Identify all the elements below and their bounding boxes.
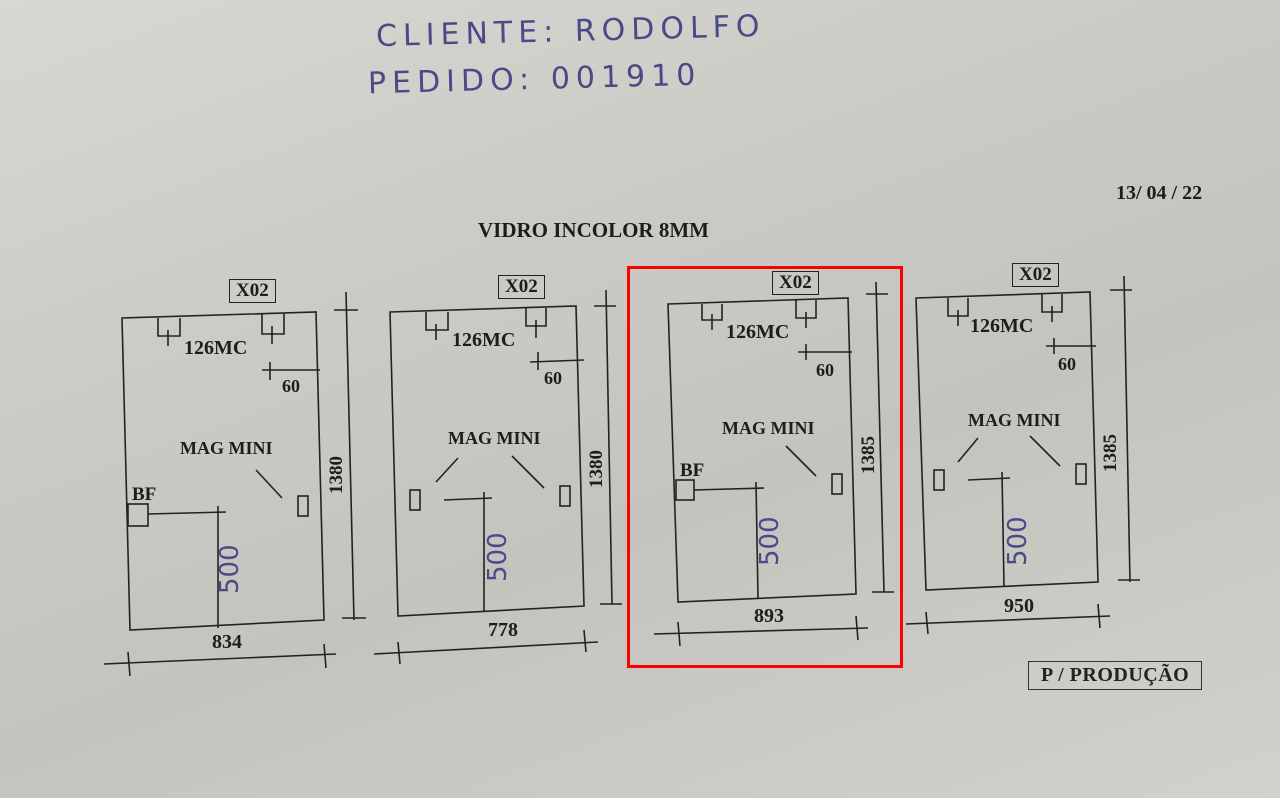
panel-2-height-dim [605,289,613,605]
panel-3-handle-bar [693,487,765,491]
date-label: 13/ 04 / 22 [1116,182,1203,204]
panel-1-width-dim [103,653,337,665]
panel-3-cut-line [755,481,759,599]
panel-4-height-label: 1385 [1100,434,1121,472]
panel-3-hinge-left-icon [701,304,723,330]
panel-1-height-label: 1380 [326,456,347,494]
panel-2-height-label: 1380 [586,450,607,488]
panel-2-lock-label: MAG MINI [448,428,541,448]
panel-2-lock-leader-right [511,455,545,489]
panel-1-offset-label: 60 [282,376,300,396]
panel-3-handle-height: 500 [755,516,785,566]
panel-2-qty: X02 [498,275,545,299]
panel-2-outline [389,305,585,617]
panel-3 [653,281,894,647]
panel-1-hinge-left-icon [157,318,181,346]
panel-3-offset-label: 60 [816,360,834,380]
sheet-title: VIDRO INCOLOR 8MM [478,218,709,242]
panel-3-height-label: 1385 [858,436,879,474]
panel-4-offset-mark [1046,338,1096,354]
panel-1-lock-leader [255,469,283,499]
panel-4-handle-height: 500 [1003,516,1033,566]
panel-2-hinge-left-icon [425,312,449,340]
panel-2-width-dim [373,641,599,655]
panel-1-width-label: 834 [212,631,242,653]
panel-4-hinge-right-icon [1041,294,1063,322]
panel-1-hardware-label: 126MC [184,337,247,359]
panel-4-lock-label: MAG MINI [968,410,1061,430]
panel-4-lock-leader-right [1029,435,1061,467]
panel-4-lock-right-icon [1075,463,1087,485]
panel-2-hinge-right-icon [525,308,547,338]
panel-3-lock-label: MAG MINI [722,418,815,438]
panel-1-hinge-right-icon [261,314,285,344]
panel-3-lock-icon [831,473,843,495]
panel-2-lock-right-icon [559,485,571,507]
panel-4-handle-bar [967,477,1011,481]
panel-1-handle-bar [147,511,227,515]
panel-1 [103,291,366,677]
panel-2-offset-mark [529,352,585,370]
panel-3-height-dim [875,281,885,593]
panel-4-qty: X02 [1012,263,1059,287]
panel-2-lock-leader-left [435,457,459,483]
panel-2-width-label: 778 [488,619,518,641]
panel-4-outline [915,291,1099,591]
panel-3-hardware-label: 126MC [726,321,789,343]
selection-highlight [627,266,903,668]
panel-2-offset-label: 60 [544,368,562,388]
panel-1-offset-mark [262,362,320,380]
panel-3-outline [667,297,857,603]
panel-4-hardware-label: 126MC [970,315,1033,337]
panel-3-lock-leader [785,445,817,477]
panel-4-lock-left-icon [933,469,945,491]
panel-4-hinge-left-icon [947,298,969,326]
panel-3-width-dim [653,627,869,635]
panel-3-qty: X02 [772,271,819,295]
panel-2-lock-left-icon [409,489,421,511]
panel-1-bf-label: BF [132,484,156,505]
panel-4-height-dim [1123,275,1131,583]
panel-1-lock-label: MAG MINI [180,438,273,458]
panel-2-handle-height: 500 [483,532,513,582]
panel-3-width-label: 893 [754,605,784,627]
panel-4-width-label: 950 [1004,595,1034,617]
panel-2 [373,289,622,665]
panel-3-hinge-right-icon [795,300,817,328]
panel-3-offset-mark [798,344,852,360]
panel-1-qty: X02 [229,279,276,303]
panel-4-cut-line [1001,471,1005,587]
panel-2-hardware-label: 126MC [452,329,515,351]
panel-1-lock-icon [297,495,309,517]
production-stamp: P / PRODUÇÃO [1028,661,1203,690]
panel-3-bf-label: BF [680,460,704,481]
panel-1-handle-height: 500 [215,544,245,594]
panel-4-offset-label: 60 [1058,354,1076,374]
panel-4 [905,275,1140,635]
panel-4-width-dim [905,615,1111,625]
panel-1-bf-icon [127,503,149,527]
panel-4-lock-leader-left [957,437,979,463]
panel-1-height-dim [345,291,355,621]
